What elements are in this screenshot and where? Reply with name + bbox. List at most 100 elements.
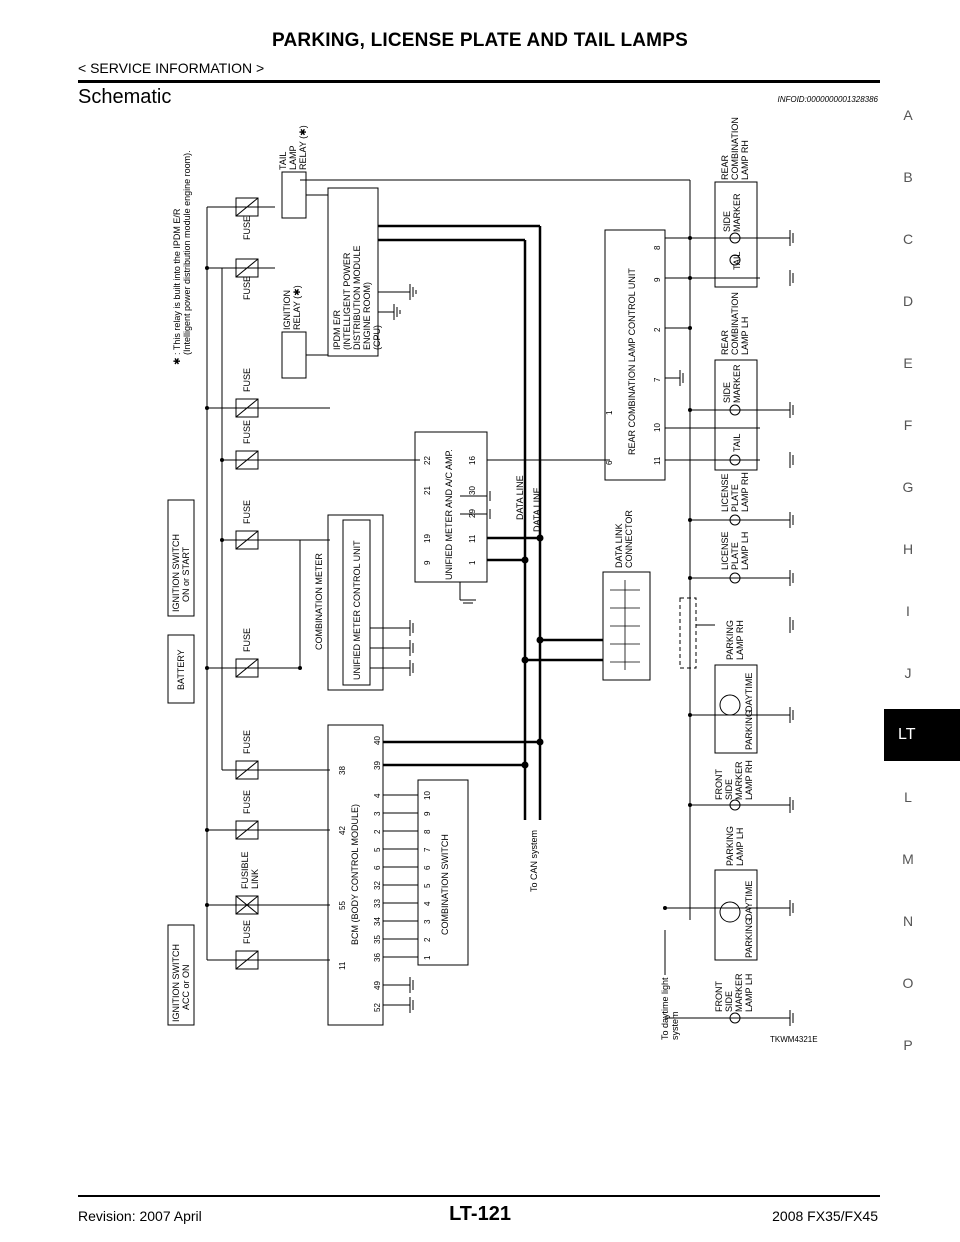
index-letter-m[interactable]: M: [902, 851, 914, 867]
fuse-label: FUSE: [242, 500, 252, 524]
side-marker-label-2: MARKER: [732, 193, 742, 232]
license-lh-label-3: LAMP LH: [740, 532, 750, 570]
license-rh-label-2: PLATE: [730, 484, 740, 512]
rear-ctrl-pin: 11: [653, 456, 662, 465]
bcm-pin: 35: [373, 935, 382, 944]
tail-relay-label-3: RELAY (✱): [298, 125, 308, 170]
fuse-label: FUSE: [242, 368, 252, 392]
rear-ctrl-pin: 1: [605, 410, 614, 415]
data-line-label: DATA LINE: [532, 487, 542, 532]
ign-relay-label-2: RELAY (✱): [292, 285, 302, 330]
umac-pin: 21: [423, 486, 432, 495]
index-letter-n[interactable]: N: [902, 913, 914, 929]
parking-label: PARKING: [744, 918, 754, 958]
rear-comb-lh-label-3: LAMP LH: [740, 317, 750, 355]
footer-model: 2008 FX35/FX45: [772, 1208, 878, 1224]
index-tab-lt[interactable]: LT: [884, 709, 960, 761]
to-daytime-label-1: To daytime light: [660, 977, 670, 1040]
parking-rh-label-1: PARKING: [725, 620, 735, 660]
index-letter-j[interactable]: J: [904, 665, 912, 681]
fusible-link-label-2: LINK: [250, 869, 260, 889]
combination-switch-label: COMBINATION SWITCH: [440, 834, 450, 935]
index-letter-l[interactable]: L: [904, 789, 912, 805]
index-letter-o[interactable]: O: [902, 975, 914, 991]
ign-on-label-2: ON or START: [181, 546, 191, 602]
parking-lh-label-1: PARKING: [725, 826, 735, 866]
fuse-label: FUSE: [242, 730, 252, 754]
fuse-row: [207, 206, 420, 961]
switch-pin: 5: [423, 883, 432, 888]
index-letter-b[interactable]: B: [903, 169, 913, 185]
index-letter-h[interactable]: H: [902, 541, 914, 557]
data-line-label: DATA LINE: [515, 475, 525, 520]
section-heading: Schematic: [78, 86, 172, 108]
parking-rh-label-2: LAMP RH: [735, 620, 745, 660]
umac-pin: 29: [468, 509, 477, 518]
fusible-link-label-1: FUSIBLE: [240, 851, 250, 889]
index-letter-d[interactable]: D: [902, 293, 914, 309]
fuse-label: FUSE: [242, 216, 252, 240]
index-letter-f[interactable]: F: [903, 417, 913, 433]
ipdm-label-2: (INTELLIGENT POWER: [342, 252, 352, 350]
combination-meter-label: COMBINATION METER: [314, 553, 324, 650]
rear-comb-rh-label-1: REAR: [720, 154, 730, 180]
bcm-pin: 2: [373, 829, 382, 834]
index-letter-i[interactable]: I: [906, 603, 910, 619]
side-marker-label: SIDE: [722, 211, 732, 232]
bcm-pin: 33: [373, 899, 382, 908]
unified-meter-control-unit-label: UNIFIED METER CONTROL UNIT: [352, 540, 362, 680]
relay-note-line-2: (Intelligent power distribution module e…: [182, 150, 192, 355]
ipdm-label-3: DISTRIBUTION MODULE: [352, 245, 362, 350]
tail-label: TAIL: [732, 252, 742, 270]
index-letter-g[interactable]: G: [902, 479, 914, 495]
license-lh-label-2: PLATE: [730, 542, 740, 570]
umac-pin: 16: [468, 456, 477, 465]
figure-code: TKWM4321E: [770, 1035, 818, 1044]
rear-comb-lh-label-2: COMBINATION: [730, 292, 740, 355]
rear-comb-rh-label-2: COMBINATION: [730, 117, 740, 180]
umac-pin: 11: [468, 534, 477, 543]
bcm-pin: 49: [373, 981, 382, 990]
info-id: INFOID:0000000001328386: [777, 95, 878, 104]
ground-symbols: [393, 230, 794, 1026]
index-letter-c[interactable]: C: [902, 231, 914, 247]
footer-page-number: LT-121: [449, 1203, 511, 1225]
switch-pin: 3: [423, 919, 432, 924]
bcm-pin: 6: [373, 865, 382, 870]
footer-rule: [78, 1195, 880, 1197]
umac-pin: 19: [423, 534, 432, 543]
daytime-label: DAYTIME: [744, 673, 754, 712]
index-letter-p[interactable]: P: [903, 1037, 913, 1053]
index-letter-a[interactable]: A: [903, 107, 913, 123]
ipdm-label-4: ENGINE ROOM): [362, 282, 372, 350]
switch-pin: 8: [423, 829, 432, 834]
bcm-pin: 5: [373, 847, 382, 852]
front-side-lh-label-1: FRONT: [714, 981, 724, 1012]
umac-pin: 30: [468, 486, 477, 495]
rear-ctrl-pin: 10: [653, 423, 662, 432]
bcm-pin: 36: [373, 953, 382, 962]
front-side-lh-label-3: MARKER: [734, 973, 744, 1012]
ign-on-label-1: IGNITION SWITCH: [171, 534, 181, 612]
rear-comb-rh-label-3: LAMP RH: [740, 140, 750, 180]
switch-pin: 9: [423, 811, 432, 816]
ign-relay-label-1: IGNITION: [282, 290, 292, 330]
license-lh-label-1: LICENSE: [720, 531, 730, 570]
bcm-label: BCM (BODY CONTROL MODULE): [350, 804, 360, 945]
bulb-symbols: [719, 232, 741, 1024]
index-letter-e[interactable]: E: [903, 355, 913, 371]
daytime-label: DAYTIME: [744, 881, 754, 920]
footer-revision: Revision: 2007 April: [78, 1208, 202, 1224]
tail-relay-label-2: LAMP: [288, 145, 298, 170]
fuse-label: FUSE: [242, 276, 252, 300]
bcm-pin: 3: [373, 811, 382, 816]
header-rule: [78, 80, 880, 83]
bcm-pin: 55: [338, 901, 347, 910]
front-side-rh-label-4: LAMP RH: [744, 760, 754, 800]
switch-pin: 4: [423, 901, 432, 906]
ipdm-label-5: (CPU): [372, 325, 382, 350]
license-rh-label-3: LAMP RH: [740, 472, 750, 512]
parking-label: PARKING: [744, 710, 754, 750]
front-side-lh-label-4: LAMP LH: [744, 974, 754, 1012]
ign-acc-label-1: IGNITION SWITCH: [171, 944, 181, 1022]
